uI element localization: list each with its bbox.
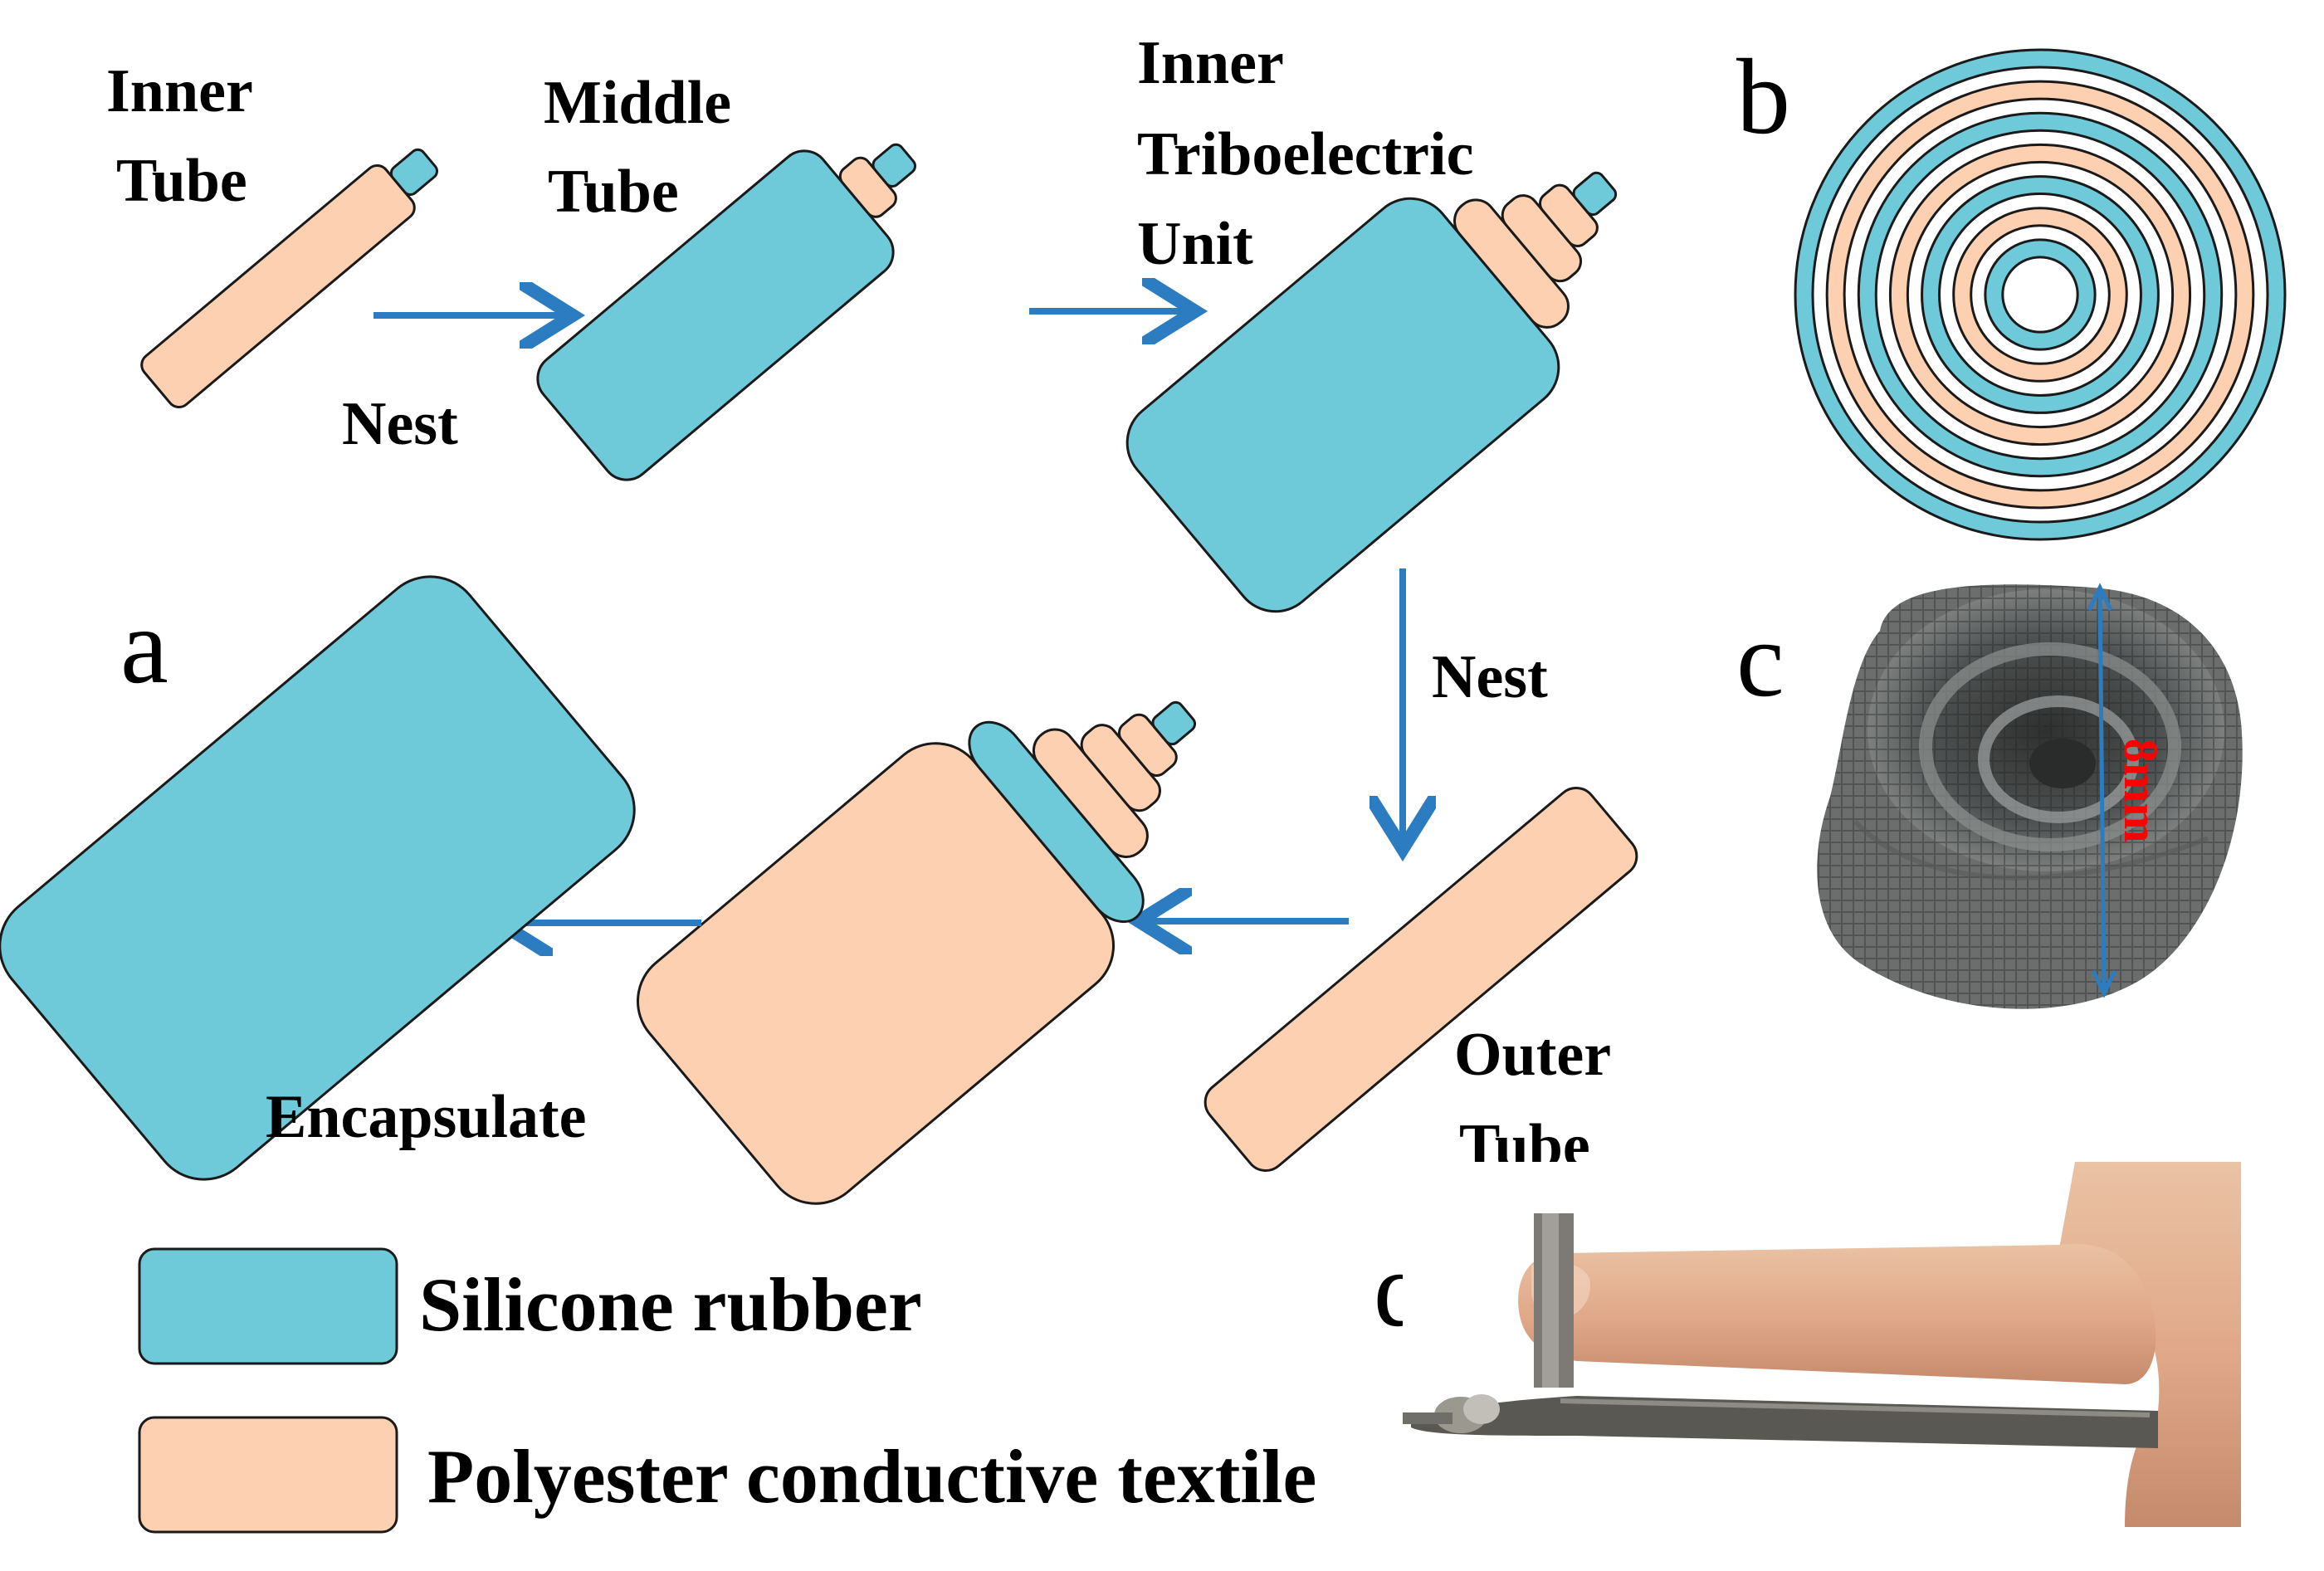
panel-c: c 8mm [1736,583,2243,1009]
measurement-arrow [2097,588,2107,993]
outer-tube-drawing [1204,786,1638,1173]
label-outer-tube-1: Outer [1454,1021,1611,1089]
panel-b: b [1736,37,2287,541]
panel-d: d [1374,1162,2241,1527]
middle-tube-drawing [536,143,917,481]
legend-swatch-textile [138,1416,398,1534]
legend-swatch-silicone [138,1247,398,1365]
ring-gap-6 [2001,256,2079,334]
cross-section-rings [1794,48,2287,541]
cross-section-photo [1817,584,2243,1009]
panel-label-b: b [1736,37,1790,157]
panel-a: Inner Tube Nest Middle Tube Inner Triboe… [0,29,1638,1205]
label-inner-tribo-3: Unit [1137,210,1253,278]
legend: Silicone rubber Polyester conductive tex… [138,1247,1316,1534]
measurement-label: 8mm [2114,739,2168,843]
label-nest-1: Nest [342,390,458,458]
label-middle-tube-2: Tube [548,158,679,226]
nested-assembly-drawing [636,700,1197,1205]
label-inner-tribo-1: Inner [1137,29,1284,97]
label-inner-tube-1: Inner [106,57,253,125]
panel-label-a: a [120,587,168,706]
label-middle-tube-1: Middle [544,69,731,137]
legend-label-textile: Polyester conductive textile [427,1434,1316,1519]
encapsulated-sensor-drawing [0,575,636,1181]
label-nest-2: Nest [1432,643,1548,711]
label-inner-tribo-2: Triboelectric [1137,120,1473,188]
inner-tube-drawing [140,148,438,409]
measurement-arrow-head-top [2087,583,2113,612]
inner-triboelectric-unit-drawing [1125,171,1618,613]
label-encapsulate: Encapsulate [266,1083,587,1151]
panel-label-c: c [1736,600,1784,720]
legend-label-silicone: Silicone rubber [419,1262,922,1347]
measurement-arrow-head-bottom [2091,969,2117,998]
label-inner-tube-2: Tube [116,147,247,215]
finger-sensor-photo [1403,1162,2241,1527]
